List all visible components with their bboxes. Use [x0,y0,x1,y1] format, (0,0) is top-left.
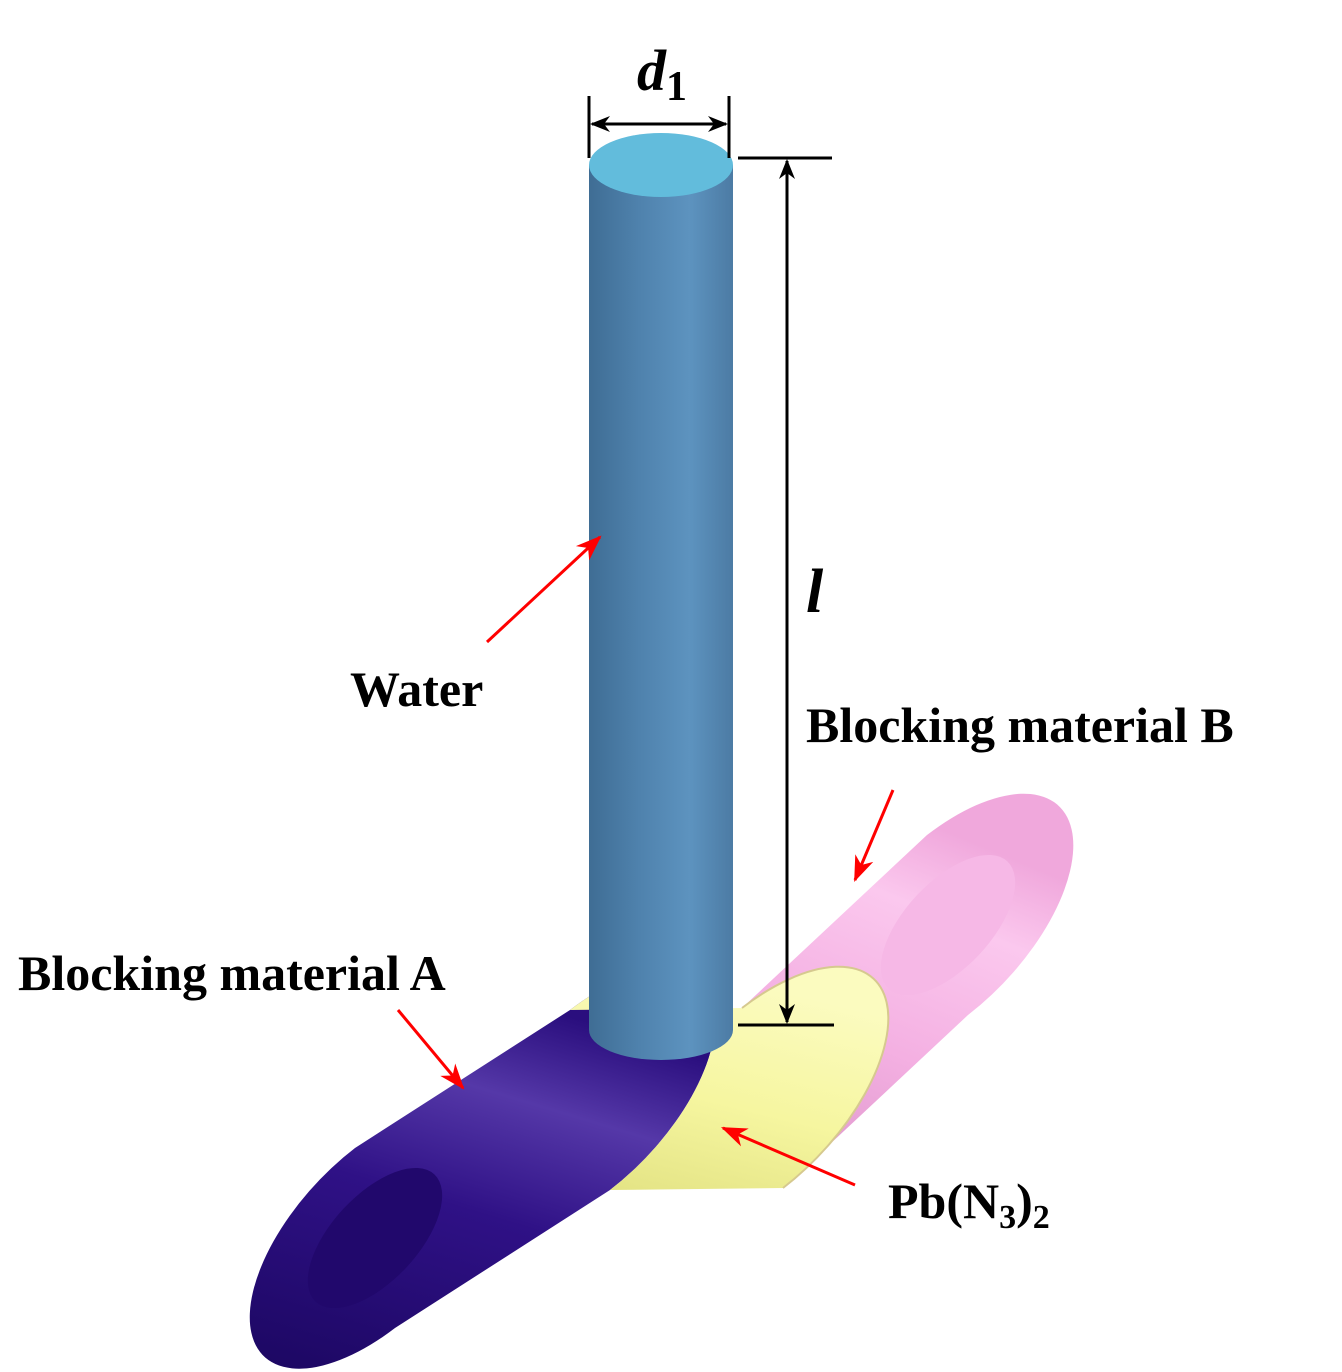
blocking-a-pointer-arrow [396,1009,465,1090]
blocking-material-a-cylinder [249,969,716,1369]
blocking-material-b-label: Blocking material B [806,697,1234,753]
water-pointer-arrow [485,535,602,644]
water-label: Water [350,661,483,717]
blocking-material-b-cylinder [742,793,1074,1188]
length-dimension: l [738,156,834,1027]
length-label: l [806,558,824,626]
diameter-label: d1 [637,38,687,110]
blocking-b-pointer-arrow [853,789,895,882]
blocking-material-a-label: Blocking material A [18,945,446,1001]
diameter-dimension: d1 [587,38,731,158]
water-column [589,133,733,1060]
lead-azide-pointer-arrow [721,1126,856,1187]
lead-azide-label: Pb(N3)2 [888,1173,1050,1236]
lead-azide-band [570,965,890,1190]
pointer-arrows [396,535,895,1187]
